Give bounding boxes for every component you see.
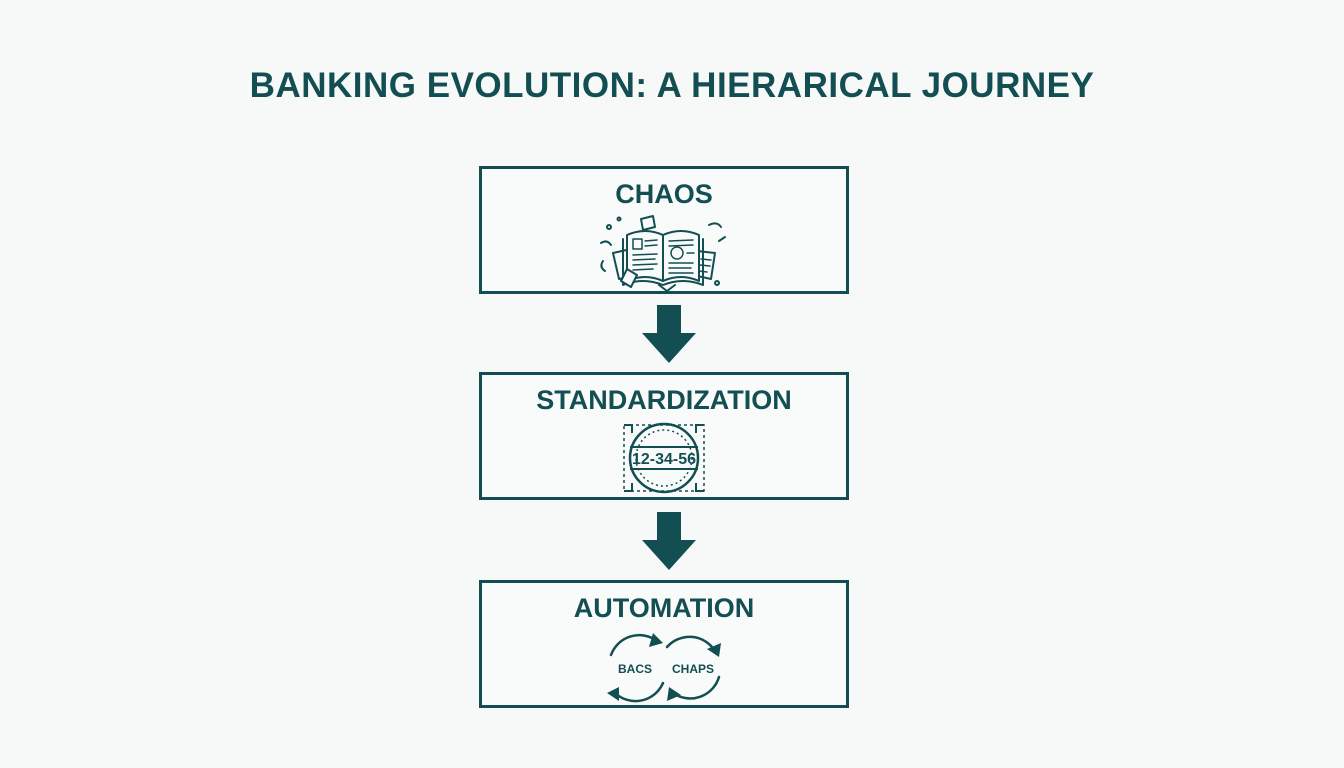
sort-code-stamp-icon: 12-34-56 [623, 422, 705, 494]
stage-label-standardization: STANDARDIZATION [536, 385, 792, 415]
stage-standardization: STANDARDIZATION 12-34-56 [479, 372, 849, 500]
page-title: BANKING EVOLUTION: A HIERARICAL JOURNEY [249, 66, 1095, 105]
scattered-documents-icon [600, 215, 726, 292]
chaps-text: CHAPS [672, 662, 714, 676]
circular-exchange-icon: BACS CHAPS [607, 633, 721, 703]
stage-label-automation: AUTOMATION [573, 593, 755, 623]
sort-code-text: 12-34-56 [632, 451, 696, 468]
bacs-text: BACS [618, 662, 652, 676]
stage-chaos: CHAOS [479, 166, 849, 294]
arrow-down-icon [642, 305, 696, 363]
stage-label-chaos: CHAOS [615, 179, 713, 209]
arrow-down-icon [642, 512, 696, 570]
stage-automation: AUTOMATION BACS CHAPS [479, 580, 849, 708]
